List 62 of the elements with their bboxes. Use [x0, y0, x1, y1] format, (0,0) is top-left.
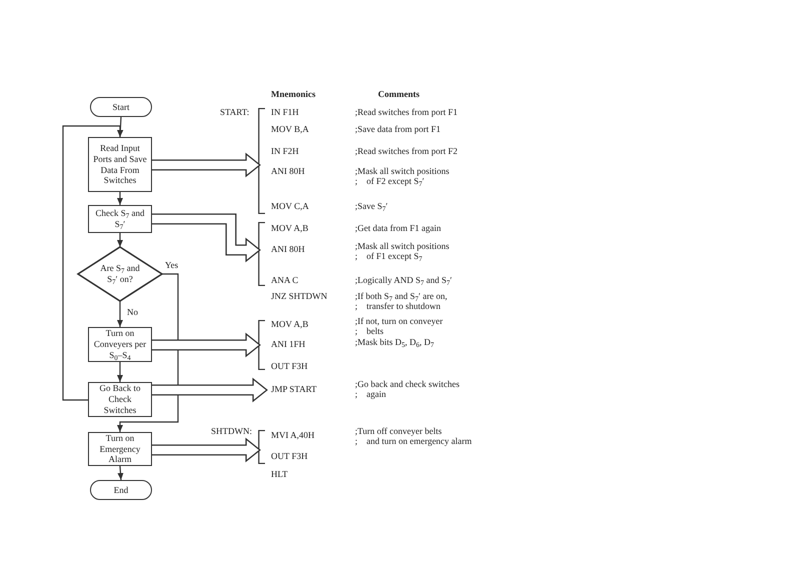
- terminal-pill: [90, 97, 152, 117]
- arrow: [117, 116, 124, 138]
- process-box: [88, 432, 152, 466]
- code-comment: ;Read switches from port F1: [355, 107, 458, 118]
- code-label: SHTDWN:: [211, 426, 252, 436]
- column-header: Comments: [378, 89, 420, 100]
- mnemonic: ANI 80H: [271, 166, 305, 176]
- code-comment: ;Mask bits D$_{5}$, D$_{6}$, D$_{7}$: [355, 337, 434, 348]
- hollow-arrow: [152, 378, 268, 402]
- hollow-arrow: [152, 153, 261, 177]
- process-box: [88, 382, 152, 417]
- mnemonic: ANI 1FH: [271, 339, 306, 350]
- arrow: [117, 362, 123, 382]
- mnemonic: JNZ SHTDWN: [271, 291, 328, 302]
- arrow: [117, 301, 123, 327]
- mnemonic: MOV A,B: [271, 223, 308, 234]
- code-comment: ;Get data from F1 again: [355, 223, 441, 234]
- hollow-arrow: [152, 214, 261, 262]
- edge-label: No: [126, 307, 139, 318]
- process-text: Read Input Ports and Save Data From Switches: [92, 142, 148, 186]
- mnemonic: IN F1H: [271, 107, 299, 118]
- mnemonic: MOV C,A: [271, 201, 309, 212]
- arrow: [117, 192, 123, 205]
- arrow: [118, 466, 124, 480]
- mnemonic: MOV B,A: [271, 124, 309, 134]
- terminal-pill: [90, 480, 152, 500]
- code-comment: ;Mask all switch positions ; of F1 except S$_{7}$: [355, 241, 450, 262]
- code-comment: ;If both S$_{7}$ and S$_{7}$′ are on, ; transfer to shutdown: [355, 291, 448, 312]
- code-label: START:: [220, 107, 250, 118]
- mnemonic: IN F2H: [271, 146, 299, 156]
- hollow-arrow: [152, 438, 261, 462]
- process-text: Check S$_{7}$ and S$_{7}$′: [94, 208, 146, 230]
- code-comment: ;If not, turn on conveyer ; belts: [355, 316, 443, 337]
- mnemonic: OUT F3H: [271, 451, 308, 462]
- code-comment: ;Logically AND S$_{7}$ and S$_{7}$′: [355, 275, 452, 286]
- hollow-arrow: [152, 333, 261, 357]
- code-comment: ;Go back and check switches ; again: [355, 379, 460, 400]
- decision-text: Are S$_{7}$ and S$_{7}$′ on?: [99, 263, 141, 285]
- arrow: [62, 125, 123, 401]
- code-comment: ;Save S$_{7}$′: [355, 201, 388, 212]
- mnemonic: MOV A,B: [271, 319, 308, 330]
- code-comment: ;Turn off conveyer belts ; and turn on emergency alarm: [355, 426, 472, 447]
- terminal-text: Start: [112, 102, 130, 112]
- mnemonic: JMP START: [271, 384, 317, 394]
- code-comment: ;Mask all switch positions ; of F2 except S$_{7}$′: [355, 166, 450, 187]
- arrow: [117, 273, 179, 432]
- mnemonic: ANI 80H: [271, 244, 305, 254]
- process-text: Turn on Emergency Alarm: [98, 432, 142, 466]
- process-box: [88, 137, 152, 192]
- column-header: Mnemonics: [271, 89, 316, 100]
- process-text: Turn on Conveyers per S$_{0}$–S$_{4}$: [92, 328, 148, 361]
- mnemonic: ANA C: [271, 275, 298, 286]
- terminal-text: End: [112, 484, 130, 496]
- process-text: Go Back to Check Switches: [98, 383, 142, 416]
- arrow: [117, 233, 123, 247]
- code-comment: ;Read switches from port F2: [355, 146, 458, 156]
- process-box: [88, 205, 152, 233]
- mnemonic: HLT: [271, 469, 288, 480]
- edge-label: Yes: [164, 260, 180, 270]
- mnemonic: MVI A,40H: [271, 430, 315, 440]
- code-comment: ;Save data from port F1: [355, 124, 440, 134]
- mnemonic: OUT F3H: [271, 361, 308, 372]
